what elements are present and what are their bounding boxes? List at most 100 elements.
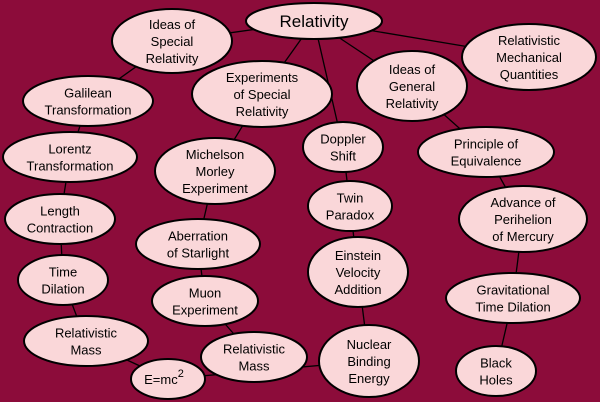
node-ellipse-perihelion [458, 185, 588, 253]
node-label-doppler-line-1: Shift [330, 149, 356, 164]
node-label-experiments-special-line-1: of Special [233, 87, 290, 102]
node-label-nuclear-line-1: Binding [347, 354, 390, 369]
node-label-twin-line-1: Paradox [326, 208, 375, 223]
node-label-relativity-line-0: Relativity [280, 12, 349, 31]
node-label-muon-line-1: Experiment [172, 303, 238, 318]
node-label-nuclear-line-0: Nuclear [347, 337, 392, 352]
node-label-length-line-1: Contraction [27, 221, 93, 236]
node-label-einstein-velocity-line-0: Einstein [335, 248, 381, 263]
node-label-aberration-line-1: of Starlight [167, 246, 230, 261]
node-label-relativistic-mech-line-1: Mechanical [496, 50, 562, 65]
node-label-experiments-special-line-2: Relativity [236, 104, 289, 119]
node-ellipse-grav-time [445, 272, 581, 324]
node-label-equivalence-line-0: Principle of [454, 137, 519, 152]
node-ellipse-black-holes [455, 345, 537, 397]
node-ellipse-relativity [245, 2, 383, 40]
node-label-lorentz-line-1: Transformation [27, 159, 114, 174]
node-perihelion: Advance of Perihelion of Mercury [458, 185, 588, 253]
node-label-length-line-0: Length [40, 204, 80, 219]
node-label-perihelion-line-0: Advance of [490, 195, 555, 210]
node-ellipse-length [4, 193, 116, 245]
node-label-galilean-line-1: Transformation [45, 103, 132, 118]
node-label-rel-mass-mid-line-0: Relativistic [223, 342, 286, 357]
node-ellipse-einstein-velocity [307, 236, 409, 308]
node-label-michelson-line-1: Morley [195, 164, 235, 179]
node-label-time-dilation-line-0: Time [49, 265, 77, 280]
node-label-rel-mass-left-line-1: Mass [70, 343, 102, 358]
node-label-michelson-line-2: Experiment [182, 181, 248, 196]
node-label-black-holes-line-1: Holes [479, 373, 513, 388]
node-superscript-emc2: 2 [178, 368, 184, 380]
node-label-aberration-line-0: Aberration [168, 229, 228, 244]
node-label-rel-mass-left-line-0: Relativistic [55, 326, 118, 341]
node-equivalence: Principle of Equivalence [417, 126, 555, 178]
node-label-experiments-special-line-0: Experiments [226, 70, 299, 85]
node-label-ideas-general-line-1: General [389, 79, 435, 94]
node-label-emc2-line-0: E=mc2 [144, 368, 184, 387]
node-label-rel-mass-mid-line-1: Mass [238, 359, 270, 374]
node-label-black-holes-line-0: Black [480, 356, 512, 371]
node-label-twin-line-0: Twin [337, 191, 364, 206]
node-label-perihelion-line-1: Perihelion [494, 212, 552, 227]
node-label-perihelion-line-2: of Mercury [492, 229, 554, 244]
node-ellipse-aberration [135, 218, 261, 270]
node-ellipse-lorentz [2, 131, 138, 183]
node-aberration: Aberration of Starlight [135, 218, 261, 270]
node-relativity: Relativity [245, 2, 383, 40]
node-label-ideas-special-line-1: Special [151, 34, 194, 49]
node-label-ideas-general-line-2: Relativity [386, 96, 439, 111]
node-ellipse-nuclear [318, 324, 420, 398]
node-ellipse-relativistic-mech [461, 23, 597, 91]
node-label-ideas-special-line-2: Relativity [146, 51, 199, 66]
node-ellipse-rel-mass-mid [200, 331, 308, 383]
node-label-time-dilation-line-1: Dilation [41, 282, 84, 297]
node-label-relativistic-mech-line-0: Relativistic [498, 33, 561, 48]
node-ellipse-rel-mass-left [23, 315, 149, 367]
node-label-einstein-velocity-line-2: Addition [335, 282, 382, 297]
node-label-equivalence-line-1: Equivalence [451, 154, 522, 169]
node-label-ideas-general-line-0: Ideas of [389, 62, 436, 77]
node-ellipse-doppler [302, 121, 384, 173]
node-label-michelson-line-0: Michelson [186, 147, 245, 162]
node-label-ideas-special-line-0: Ideas of [149, 17, 196, 32]
node-label-nuclear-line-2: Energy [348, 371, 390, 386]
node-label-lorentz-line-0: Lorentz [48, 142, 91, 157]
node-label-grav-time-line-0: Gravitational [477, 283, 550, 298]
node-label-galilean-line-0: Galilean [64, 86, 112, 101]
node-ellipse-experiments-special [191, 60, 333, 128]
node-emc2: E=mc2 [130, 358, 206, 400]
node-label-muon-line-0: Muon [189, 286, 222, 301]
node-ellipse-time-dilation [17, 254, 109, 306]
node-ellipse-ideas-special [111, 8, 233, 74]
node-ellipse-ideas-general [356, 50, 468, 122]
node-ellipse-equivalence [417, 126, 555, 178]
node-label-einstein-velocity-line-1: Velocity [336, 265, 381, 280]
node-ellipse-michelson [154, 137, 276, 205]
node-label-grav-time-line-1: Time Dilation [475, 300, 550, 315]
node-label-relativistic-mech-line-2: Quantities [500, 67, 559, 82]
node-ellipse-galilean [22, 75, 154, 127]
node-label-doppler-line-0: Doppler [320, 132, 366, 147]
node-ellipse-muon [151, 275, 259, 327]
node-ellipse-twin [307, 180, 393, 232]
